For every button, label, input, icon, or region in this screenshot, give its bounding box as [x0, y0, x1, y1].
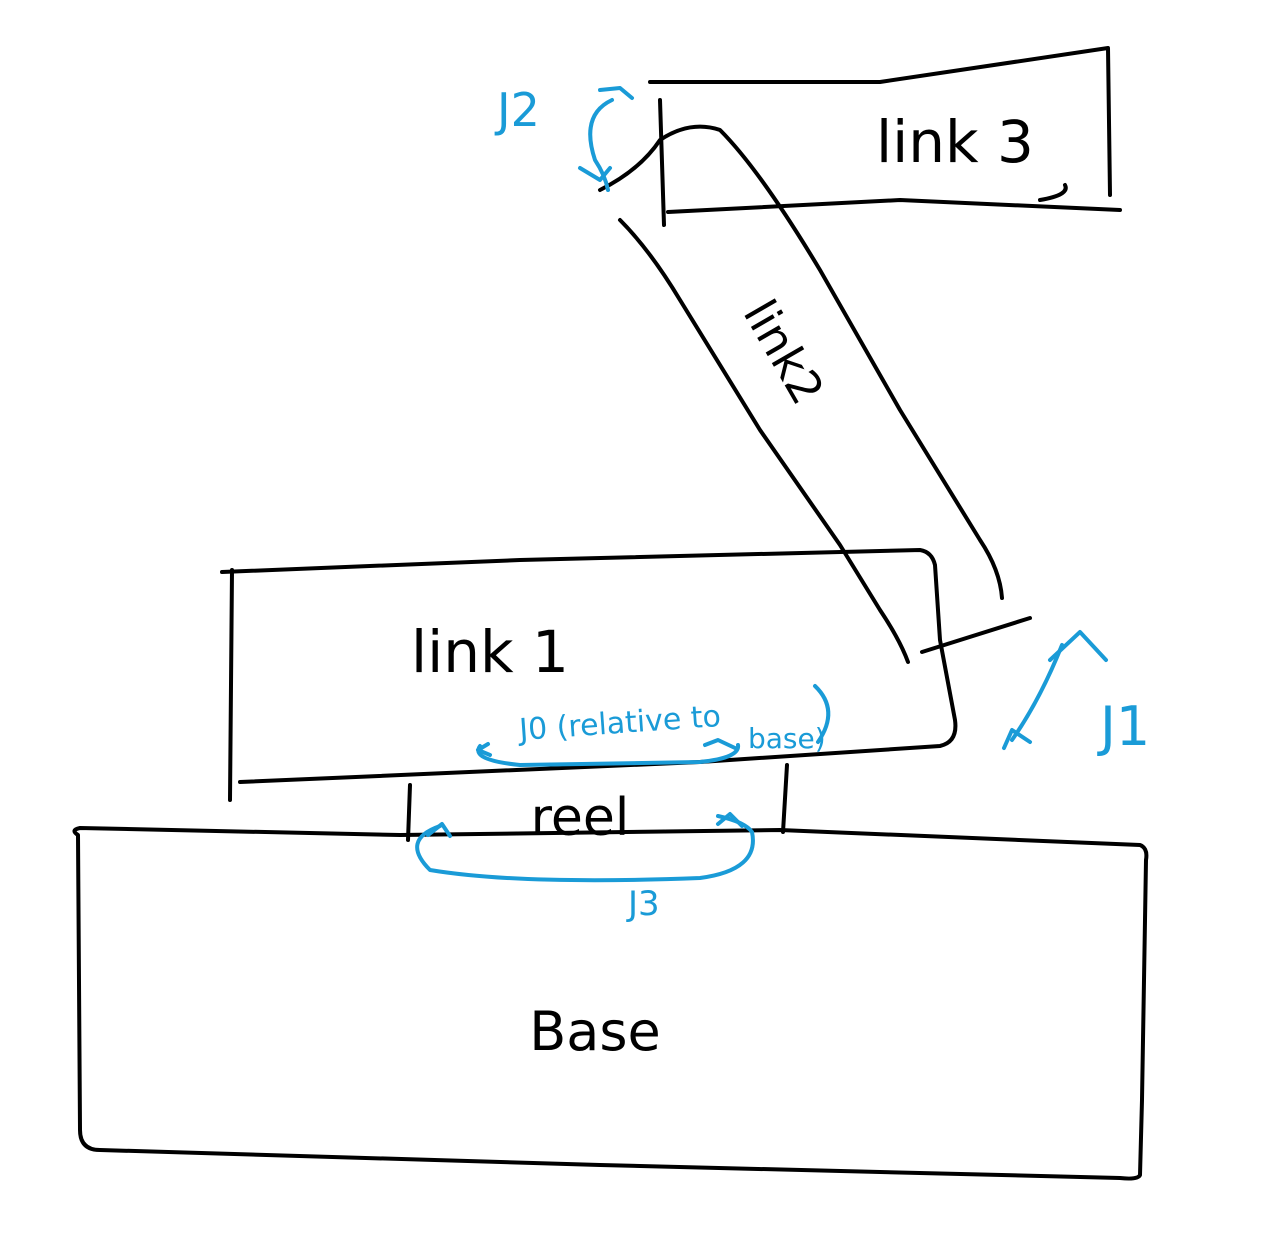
j3-label: J3	[626, 884, 660, 924]
link2-label: link2	[733, 291, 835, 414]
reel-label: reel	[531, 788, 630, 848]
joint-j1: J1	[1002, 630, 1150, 758]
base-label: Base	[529, 1000, 661, 1063]
j0-note-label: base)	[748, 722, 826, 755]
link1-label: link 1	[411, 618, 569, 686]
base-block: Base	[72, 826, 1149, 1181]
link1-block: link 1	[220, 548, 958, 802]
reel-block: reel	[406, 763, 789, 848]
link3-block: link 3	[648, 46, 1122, 227]
j1-label: J1	[1097, 695, 1150, 758]
link3-label: link 3	[876, 108, 1034, 176]
joint-j0: J0 (relative to base)	[476, 684, 831, 767]
joint-j2: J2	[494, 83, 634, 192]
j2-label: J2	[494, 83, 540, 137]
j0-label: J0 (relative to	[516, 699, 722, 748]
joint-j3: J3	[415, 812, 755, 924]
